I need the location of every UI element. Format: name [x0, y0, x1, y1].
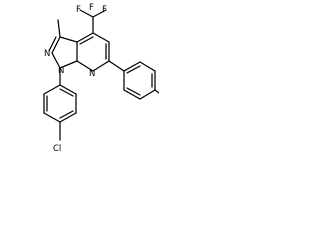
bond-n2-n1 — [51, 52, 61, 69]
bond-phenyl-3 — [43, 112, 61, 123]
atom-chlorine: Cl — [53, 144, 61, 154]
bond-c-f-right — [92, 9, 107, 18]
bond-n7-c7a — [76, 60, 94, 72]
bond-c3-n2-double — [48, 36, 57, 52]
bond-ring-double-1 — [126, 65, 141, 74]
atom-nitrogen-2: N — [44, 49, 50, 59]
bond-ring-2 — [139, 61, 156, 72]
bond-c3a-c4-double — [79, 36, 94, 45]
p-tolyl-group — [108, 60, 159, 100]
bond-ring-double-3 — [126, 87, 141, 96]
bond-n1-c7a — [59, 60, 78, 69]
bond-ring-1 — [123, 61, 141, 72]
bond-c4-c5 — [92, 32, 110, 43]
bond-c3-methyl — [57, 19, 61, 38]
bond-ring-5 — [123, 89, 141, 100]
atom-fluorine-top: F — [89, 3, 94, 13]
bond-phenyl-4 — [59, 112, 77, 123]
atom-nitrogen-1: N — [58, 66, 64, 76]
bond-phenyl-double-3 — [59, 88, 74, 97]
bond-methyl-p-tolyl — [154, 89, 159, 94]
atom-nitrogen-7: N — [89, 69, 95, 79]
bond-phenyl-6 — [59, 84, 77, 95]
fused-ring-system: N N N — [44, 19, 110, 79]
chlorophenyl-group: Cl — [43, 67, 77, 154]
bond-phenyl-1 — [43, 84, 61, 95]
atom-fluorine-left: F — [76, 5, 81, 15]
bond-c3a-c4 — [76, 32, 94, 43]
bond-phenyl-double-2 — [59, 110, 74, 119]
chemical-structure-diagram: F F F N N N — [0, 0, 159, 162]
background — [0, 0, 159, 162]
bond-c6-n7 — [92, 60, 110, 72]
bond-c3-n2 — [51, 36, 61, 54]
trifluoromethyl-group: F F F — [76, 3, 107, 34]
atom-fluorine-right: F — [102, 5, 107, 15]
bond-c3a-c3 — [59, 36, 78, 43]
bond-ring-4 — [139, 89, 156, 100]
bond-c-f-left — [79, 9, 94, 18]
bond-c6-aryl — [108, 60, 125, 72]
